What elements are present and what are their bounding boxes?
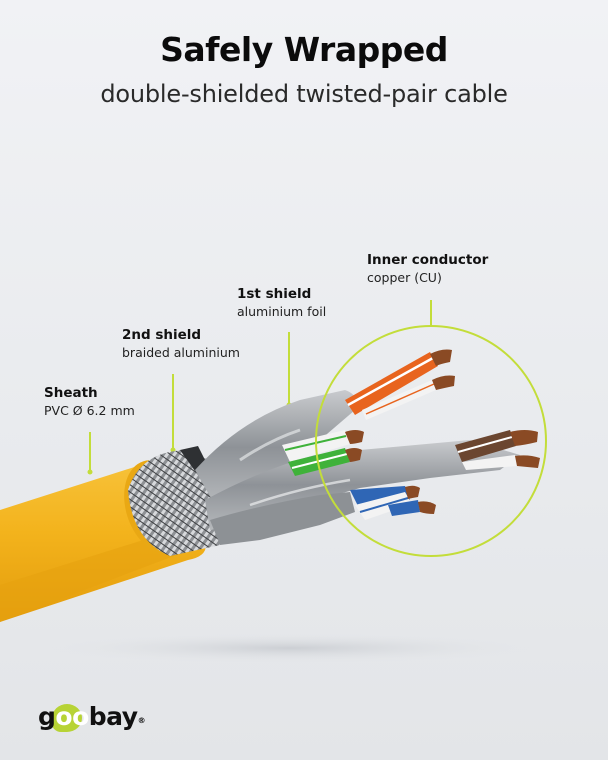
callout-detail: PVC Ø 6.2 mm [44, 403, 135, 418]
page-title: Safely Wrapped [160, 30, 448, 69]
callout-detail: braided aluminium [122, 345, 240, 360]
callout-sheath: Sheath PVC Ø 6.2 mm [44, 384, 135, 420]
logo-bubble-icon [52, 704, 82, 732]
logo-prefix: g [38, 702, 56, 731]
logo-wordmark: goobay® [38, 702, 146, 732]
logo-suffix: bay [88, 702, 138, 731]
page-subtitle: double-shielded twisted-pair cable [100, 80, 508, 108]
logo-mid: oo [55, 702, 89, 731]
callout-detail: aluminium foil [237, 304, 327, 319]
floor-shadow [30, 632, 550, 664]
callout-heading: Sheath [44, 385, 98, 401]
highlight-circle [315, 325, 547, 557]
brown-pair [455, 430, 540, 470]
callout-inner-conductor: Inner conductor copper (CU) [367, 251, 488, 287]
callout-heading: 2nd shield [122, 327, 202, 343]
orange-pair [345, 349, 455, 420]
registered-mark: ® [137, 716, 146, 725]
callout-detail: copper (CU) [367, 270, 442, 285]
foil-shields [195, 390, 520, 545]
callout-heading: Inner conductor [367, 252, 489, 268]
callout-heading: 1st shield [237, 286, 312, 302]
callout-first-shield: 1st shield aluminium foil [237, 285, 326, 321]
callout-second-shield: 2nd shield braided aluminium [122, 326, 240, 362]
blue-pair [350, 485, 436, 520]
